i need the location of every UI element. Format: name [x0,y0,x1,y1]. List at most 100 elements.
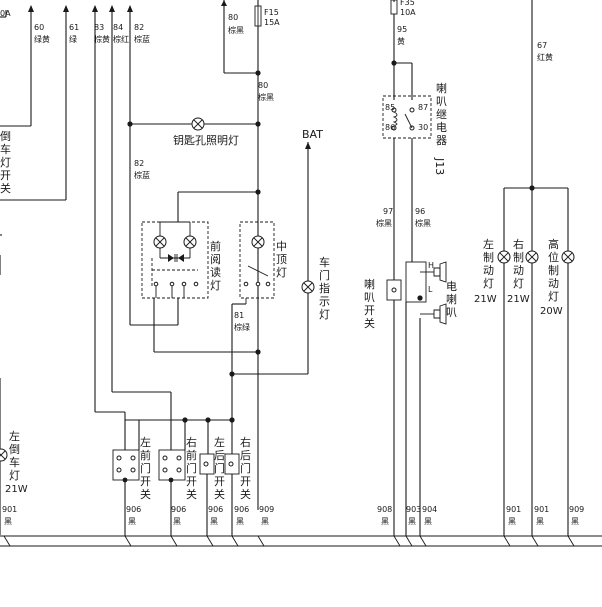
rr-door-switch-icon [224,453,240,475]
fuse-f35 [390,0,398,15]
svg-text:动: 动 [548,277,559,290]
left-reverse-bulb-icon [0,448,8,462]
bw-909-b-num: 909 [569,505,584,514]
svg-text:倒: 倒 [0,130,11,143]
ground-ticks [3,535,575,547]
bw-908-color: 黑 [381,517,389,526]
wire-80a-num: 80 [228,13,238,22]
bw-901-b-color: 黑 [508,517,516,526]
bw-904-num: 904 [422,505,437,514]
bw-906-c-color: 黑 [210,517,218,526]
dome-light-box [239,221,275,299]
arrow-84 [109,5,115,12]
bw-903-num: 903 [406,505,421,514]
key-light-bulb-icon [191,117,205,131]
svg-text:前: 前 [186,448,197,462]
svg-text:位: 位 [548,250,559,264]
svg-text:制: 制 [548,264,559,277]
svg-text:灯: 灯 [483,277,494,290]
horn-selector-box [405,261,427,303]
lf-door-label: 左 前 门 开 关 [140,436,151,501]
rr-door-label: 右 后 门 开 关 [240,435,251,501]
lr-door-label: 左 后 门 开 关 [214,436,225,501]
bw-901-a-num: 901 [2,505,17,514]
svg-text:制: 制 [483,251,494,264]
rf-door-label: 右 前 门 开 关 [186,435,197,501]
bw-901-a-color: 黑 [4,517,12,526]
svg-text:后: 后 [214,449,225,462]
wire-82m-num: 82 [134,159,144,168]
lr-door-switch-icon [199,453,215,475]
bw-904-color: 黑 [424,517,432,526]
lf-door-switch-icon [112,449,140,481]
wire-80b-color: 棕黑 [258,92,274,102]
wire-84-color: 棕红 [113,34,129,44]
svg-text:后: 后 [240,449,251,462]
left-brake-label: 左 制 动 灯 [483,238,494,290]
junction-key-right [255,121,261,127]
svg-text:开: 开 [0,169,11,182]
svg-text:关: 关 [140,487,151,501]
junction-reading-return [255,349,261,355]
relay-pin-87: 87 [418,103,428,112]
reading-bulb-right-icon [183,235,197,249]
wire-67-num: 67 [537,41,547,50]
svg-text:右: 右 [513,237,524,251]
svg-text:前: 前 [210,239,221,253]
reverse-switch-partial-label: 倒 车 灯 开 关 [0,130,11,195]
svg-text:中: 中 [276,240,287,253]
svg-text:开: 开 [140,475,151,488]
svg-text:灯: 灯 [548,290,559,303]
svg-text:关: 关 [214,487,225,501]
wire-95-color: 黄 [397,36,405,46]
horn-h-label: H [428,261,434,270]
electric-horn-label: 电 喇 叭 [446,280,457,319]
svg-text:动: 动 [513,264,524,277]
junction-horn [417,295,423,301]
fuse-f35-id: F35 [400,0,415,7]
wire-96-color: 棕黑 [415,218,431,228]
fuse-f15-rating: 15A [264,18,280,27]
svg-text:高: 高 [548,237,559,251]
left-brake-bulb-icon [497,250,511,264]
wire-80b-num: 80 [258,81,268,90]
wire-84-num: 84 [113,23,123,32]
svg-text:右: 右 [186,435,197,449]
fuse-f15-id: F15 [264,8,279,17]
bat-label: BAT [302,128,323,141]
svg-text:左: 左 [214,436,225,449]
svg-text:动: 动 [483,264,494,277]
wire-97-color: 棕黑 [376,218,392,228]
arrow-bat [305,142,311,149]
wire-61-color: 绿 [69,35,77,44]
svg-text:喇: 喇 [446,292,457,306]
wire-61-num: 61 [69,23,79,32]
bw-909-b-color: 黑 [571,517,579,526]
horn-l-icon [433,303,447,325]
svg-text:灯: 灯 [319,308,330,321]
wire-96-num: 96 [415,207,425,216]
wire-83-color: 棕黄 [94,34,110,44]
junction-bus-3 [229,417,235,423]
bw-901-b-num: 901 [506,505,521,514]
horn-h-icon [433,261,447,283]
svg-text:喇: 喇 [436,81,447,95]
left-reverse-watt: 21W [5,484,28,495]
svg-text:电: 电 [446,280,457,293]
bw-908-num: 908 [377,505,392,514]
svg-text:门: 门 [319,268,330,282]
left-reverse-label: 左 倒 车 灯 [9,430,20,482]
horn-switch-label: 喇 叭 开 关 [364,277,375,330]
svg-text:灯: 灯 [0,156,11,169]
svg-text:指: 指 [319,281,330,295]
svg-text:叭: 叭 [364,291,375,304]
svg-text:灯: 灯 [210,279,221,292]
svg-text:示: 示 [319,295,330,308]
svg-text:左: 左 [483,238,494,251]
arrow-61 [63,5,69,12]
bw-906-c-num: 906 [208,505,223,514]
high-brake-bulb-icon [561,250,575,264]
svg-text:阅: 阅 [210,253,221,266]
svg-text:前: 前 [140,448,151,462]
bw-901-c-color: 黑 [536,517,544,526]
